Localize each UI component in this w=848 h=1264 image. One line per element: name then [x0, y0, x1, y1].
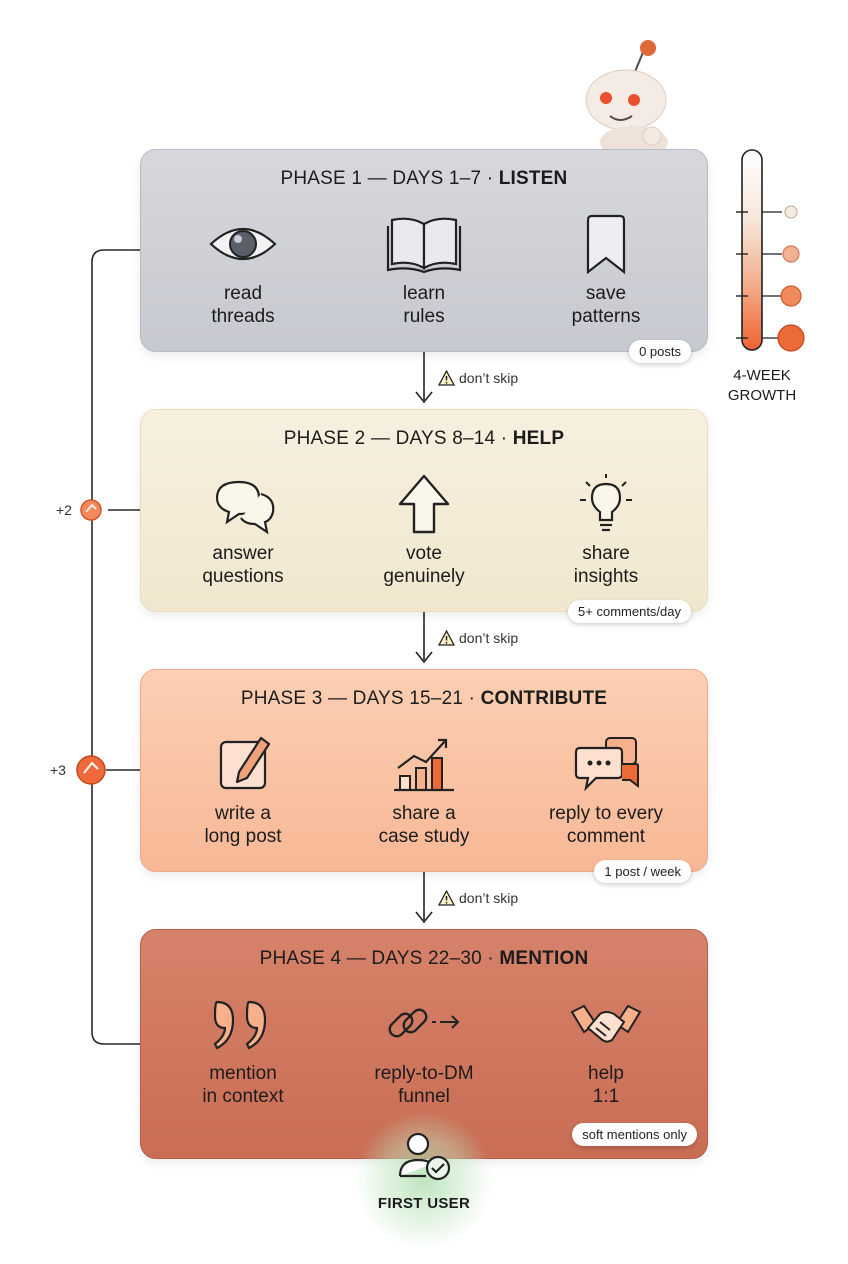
phase-badge: 1 post / week: [594, 860, 691, 883]
reddit-mascot-icon: [585, 40, 668, 156]
edit-pencil-icon: [219, 736, 271, 790]
phase-badge: 5+ comments/day: [568, 600, 691, 623]
down-arrow-icon: [415, 352, 433, 404]
step-reply-to-dm-funnel: reply-to-DM funnel: [329, 992, 519, 1108]
phase-3-card: PHASE 3 — DAYS 15–21 · CONTRIBUTE write …: [140, 669, 708, 883]
step-share-insights: share insights: [511, 472, 701, 588]
phase-badge: 0 posts: [629, 340, 691, 363]
quote-icon: [213, 1000, 267, 1050]
phase-title: PHASE 3 — DAYS 15–21 · CONTRIBUTE: [240, 688, 608, 709]
phase-title: PHASE 2 — DAYS 8–14 · HELP: [283, 428, 565, 449]
connector-note: don’t skip: [438, 370, 518, 386]
chat-dots-icon: [574, 737, 639, 792]
connector-note: don’t skip: [438, 890, 518, 906]
handshake-icon: [570, 1004, 642, 1043]
first-user-glow: [354, 1110, 494, 1250]
open-book-icon: [386, 217, 462, 274]
growth-thermometer: [736, 149, 805, 352]
step-write-long-post: write a long post: [148, 732, 338, 848]
step-read-threads: read threads: [148, 212, 338, 328]
phase-badge: soft mentions only: [572, 1123, 697, 1146]
step-share-case-study: share a case study: [329, 732, 519, 848]
growth-chart-icon: [394, 738, 454, 792]
phase-1-card: PHASE 1 — DAYS 1–7 · LISTEN read threads…: [140, 149, 708, 363]
chat-bubbles-icon: [215, 480, 275, 535]
eye-icon: [209, 228, 277, 260]
karma-badge-small-icon: [80, 499, 102, 521]
step-save-patterns: save patterns: [511, 212, 701, 328]
phase-2-card: PHASE 2 — DAYS 8–14 · HELP answer questi…: [140, 409, 708, 623]
lightbulb-icon: [580, 474, 632, 532]
bookmark-icon: [586, 214, 626, 275]
link-arrow-icon: [388, 1008, 460, 1038]
step-reply-every-comment: reply to every comment: [511, 732, 701, 848]
growth-meter-label: 4-WEEK GROWTH: [727, 367, 797, 404]
upvote-arrow-icon: [398, 474, 450, 534]
step-help-one-on-one: help 1:1: [511, 992, 701, 1108]
phase-title: PHASE 4 — DAYS 22–30 · MENTION: [259, 948, 589, 969]
step-vote-genuinely: vote genuinely: [329, 472, 519, 588]
step-mention-in-context: mention in context: [148, 992, 338, 1108]
user-check-icon: [398, 1132, 451, 1181]
step-answer-questions: answer questions: [148, 472, 338, 588]
down-arrow-icon: [415, 872, 433, 924]
phase-4-card: PHASE 4 — DAYS 22–30 · MENTION mention i…: [140, 929, 708, 1159]
warning-icon: [438, 890, 455, 906]
step-learn-rules: learn rules: [329, 212, 519, 328]
karma-gain-label: +2: [56, 502, 72, 518]
first-user-milestone: FIRST USER: [354, 1110, 494, 1250]
phase-title: PHASE 1 — DAYS 1–7 · LISTEN: [280, 168, 568, 189]
karma-gain-label: +3: [50, 762, 66, 778]
karma-badge-large-icon: [76, 755, 106, 785]
warning-icon: [438, 630, 455, 646]
connector-note: don’t skip: [438, 630, 518, 646]
warning-icon: [438, 370, 455, 386]
down-arrow-icon: [415, 612, 433, 664]
